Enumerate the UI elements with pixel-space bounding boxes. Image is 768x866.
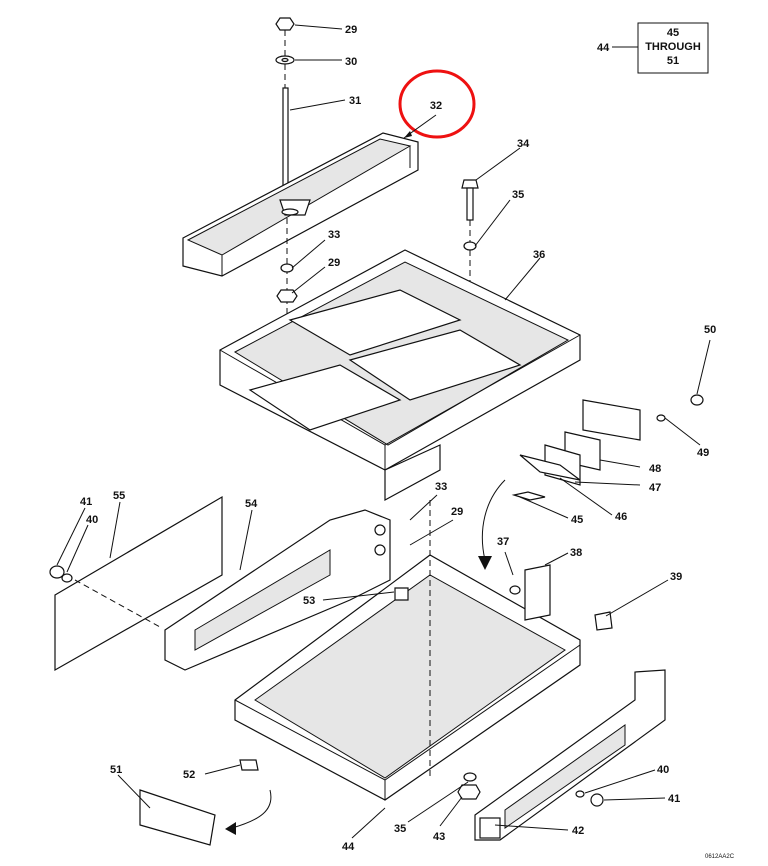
callout-29a: 29	[345, 24, 357, 36]
callout-40a: 40	[86, 514, 98, 526]
callout-33b: 33	[435, 481, 447, 493]
callout-35b: 35	[394, 823, 406, 835]
right-side-bracket	[474, 669, 666, 841]
callout-46: 46	[615, 511, 627, 523]
left-cover	[49, 495, 223, 672]
callout-44: 44	[342, 841, 355, 853]
callout-54: 54	[245, 498, 258, 510]
callout-51: 51	[110, 764, 122, 776]
mounting-base	[234, 500, 581, 801]
callout-38: 38	[570, 547, 582, 559]
callout-43: 43	[433, 831, 445, 843]
callout-41b: 41	[668, 793, 680, 805]
callout-53: 53	[303, 595, 315, 607]
callout-31: 31	[349, 95, 361, 107]
reference-box: 44 45 THROUGH 51	[597, 22, 709, 74]
red-highlight-circle	[398, 69, 476, 139]
left-side-bracket	[164, 509, 391, 671]
callout-29c: 29	[451, 506, 463, 518]
motion-arrows	[225, 479, 506, 835]
drawing-code: 0612AA2C	[705, 854, 735, 860]
ref-line-1: 45	[667, 27, 679, 39]
callout-36: 36	[533, 249, 545, 261]
callout-37: 37	[497, 536, 509, 548]
ref-left-label: 44	[597, 42, 610, 54]
callout-49: 49	[697, 447, 709, 459]
callout-52: 52	[183, 769, 195, 781]
ref-line-3: 51	[667, 55, 679, 67]
callout-30: 30	[345, 56, 357, 68]
callout-40b: 40	[657, 764, 669, 776]
highlighted-callout: 32	[398, 69, 476, 139]
side-plate	[509, 564, 613, 631]
ref-line-2: THROUGH	[645, 41, 701, 53]
callout-29b: 29	[328, 257, 340, 269]
callout-35a: 35	[512, 189, 524, 201]
callout-32: 32	[430, 100, 442, 112]
callout-50: 50	[704, 324, 716, 336]
callout-41a: 41	[80, 496, 92, 508]
leader-lines	[56, 24, 711, 839]
misc-hardware	[139, 587, 481, 846]
callout-55: 55	[113, 490, 125, 502]
hold-down-bracket	[182, 132, 419, 277]
callout-48: 48	[649, 463, 661, 475]
callout-34: 34	[517, 138, 530, 150]
callout-45: 45	[571, 514, 583, 526]
callout-39: 39	[670, 571, 682, 583]
callout-33a: 33	[328, 229, 340, 241]
rail-assembly	[511, 394, 704, 501]
callout-42: 42	[572, 825, 584, 837]
callout-47: 47	[649, 482, 661, 494]
callout-numbers: 29 30 31 33 29 34 35 36 50 49 48 47 46 4…	[80, 24, 716, 853]
battery-tray	[219, 249, 581, 502]
top-stud-assembly	[275, 17, 295, 217]
